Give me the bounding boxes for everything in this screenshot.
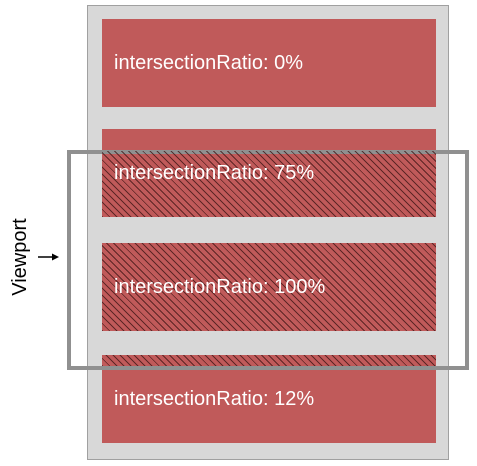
- box-label: intersectionRatio: 12%: [114, 387, 315, 410]
- intersection-hatch: [102, 355, 436, 366]
- viewport-label: Viewport: [9, 218, 31, 296]
- target-box-100: intersectionRatio: 100%: [102, 243, 436, 331]
- arrow-right-icon: [38, 253, 59, 261]
- target-box-0: intersectionRatio: 0%: [102, 19, 436, 107]
- intersection-hatch: [102, 151, 436, 217]
- intersection-hatch: [102, 243, 436, 331]
- box-label: intersectionRatio: 75%: [114, 161, 315, 184]
- box-label: intersectionRatio: 0%: [114, 51, 303, 74]
- box-label: intersectionRatio: 100%: [114, 275, 326, 298]
- target-box-75: intersectionRatio: 75%: [102, 129, 436, 217]
